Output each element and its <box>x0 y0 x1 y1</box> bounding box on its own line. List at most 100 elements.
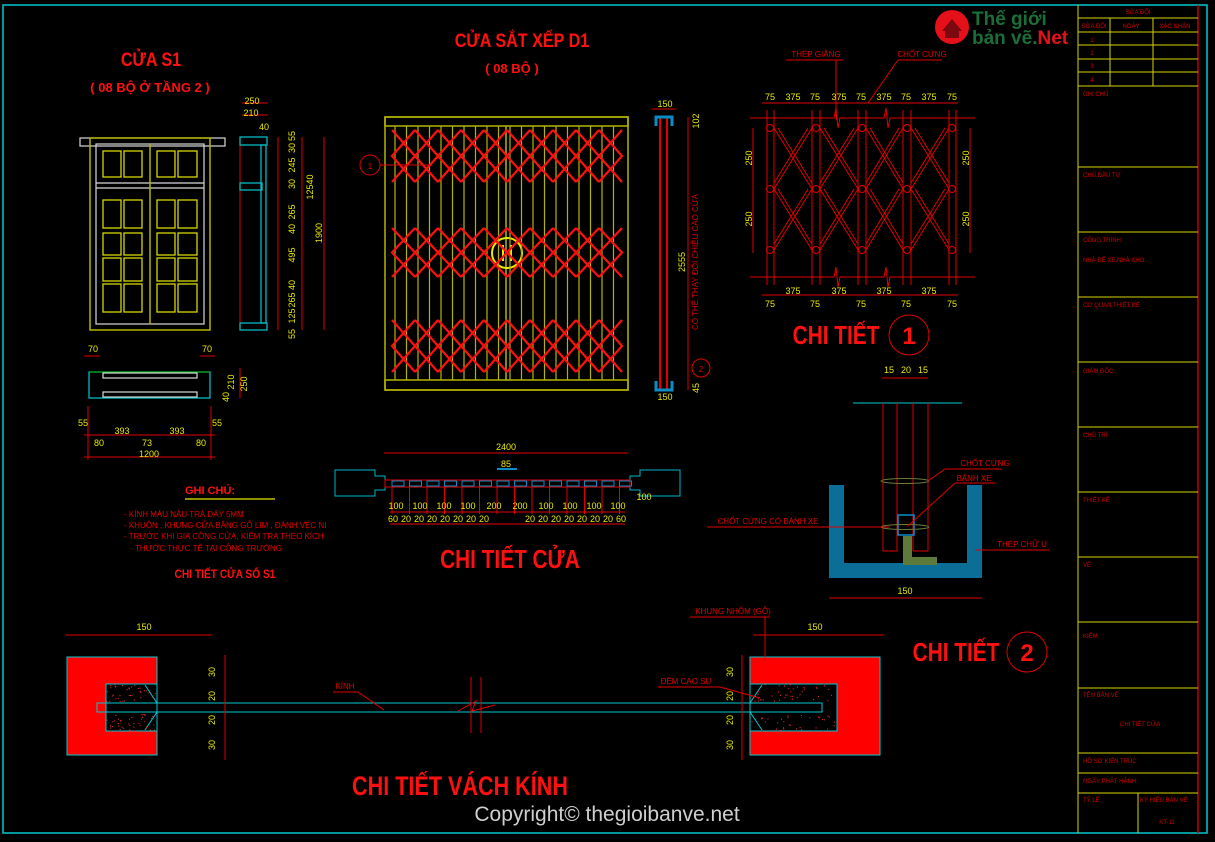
filler-dot <box>751 720 753 722</box>
filler-dot <box>799 694 801 696</box>
window-pane <box>123 232 143 256</box>
pin-circle <box>903 185 911 193</box>
window-s1-title: CỬA S1 <box>121 48 182 71</box>
window-pane <box>177 257 198 282</box>
filler-dot <box>117 697 119 699</box>
filler-dot <box>133 726 135 728</box>
plan-dim: 250 <box>239 376 249 391</box>
filler-dot <box>751 695 753 697</box>
filler-dot <box>154 692 156 694</box>
section-dim: 40 <box>259 122 269 132</box>
slat <box>409 480 422 487</box>
door-plan-dim: 200 <box>486 501 501 511</box>
slat <box>549 480 562 487</box>
filler-dot <box>113 720 115 722</box>
filler-dot <box>783 728 785 730</box>
filler-dot <box>778 685 780 687</box>
plan-dim: 70 <box>88 344 98 354</box>
glass-wall-detail <box>66 616 884 760</box>
door-callouts <box>359 154 711 378</box>
folding-door-d1-elevation <box>384 116 629 391</box>
detail-1-dim: 375 <box>921 286 936 296</box>
glass-dim: 30 <box>207 740 217 750</box>
filler-dot <box>114 730 116 732</box>
slat <box>584 480 597 487</box>
label-glass: KÍNH <box>335 682 354 691</box>
door-plan-dim: 100 <box>436 501 451 511</box>
height-dim: 245 <box>287 157 297 172</box>
door-plan-dim: 20 <box>466 514 476 524</box>
door-plan-dim: 60 <box>616 514 626 524</box>
glass-pane <box>96 702 823 713</box>
filler-dot <box>792 695 794 697</box>
height-dim: 495 <box>287 247 297 262</box>
filler-dot <box>121 726 123 728</box>
glass-dim: 20 <box>725 715 735 725</box>
window-pane <box>102 199 122 229</box>
filler-dot <box>107 691 109 693</box>
drawing-code-label: KÝ HIỆU BẢN VẼ <box>1140 796 1188 804</box>
filler-dot <box>129 718 131 720</box>
pin-circle <box>903 246 911 254</box>
door-plan-dim: 200 <box>512 501 527 511</box>
filler-dot <box>149 729 151 731</box>
window-pane <box>156 232 176 256</box>
filler-dot <box>801 690 803 692</box>
filler-dot <box>824 685 826 687</box>
filler-dot <box>830 694 832 696</box>
door-plan-dim: 100 <box>412 501 427 511</box>
filler-dot <box>133 723 135 725</box>
filler-dot <box>146 690 148 692</box>
detail-1-dim: 250 <box>744 150 754 165</box>
filler-dot <box>146 726 148 728</box>
filler-dot <box>143 690 145 692</box>
detail-1-dim: 75 <box>947 299 957 309</box>
window-pane <box>177 232 198 256</box>
callout-1: 1 <box>368 162 373 171</box>
filler-dot <box>754 696 756 698</box>
filler-dot <box>817 696 819 698</box>
height-dim: 30 <box>287 179 297 189</box>
filler-dot <box>775 728 777 730</box>
window-pane <box>177 199 198 229</box>
filler-dot <box>129 729 131 731</box>
note-line: - KHUÔN , KHUNG CỬA BẰNG GỖ LIM , ĐÁNH V… <box>124 521 326 530</box>
filler-dot <box>131 695 133 697</box>
pin-circle <box>812 124 820 132</box>
filler-dot <box>142 716 144 718</box>
filler-dot <box>782 727 784 729</box>
window-pane <box>102 257 122 282</box>
detail-1-brace <box>819 127 859 190</box>
door-plan-dim: 20 <box>440 514 450 524</box>
slat <box>514 480 527 487</box>
plan-dim: 55 <box>212 418 222 428</box>
filler-dot <box>797 686 799 688</box>
filler-dot <box>140 718 142 720</box>
filler-dot <box>816 687 818 689</box>
filler-dot <box>757 691 759 693</box>
pin-circle <box>858 124 866 132</box>
callout-2: 2 <box>699 365 704 374</box>
filler-dot <box>142 714 144 716</box>
filler-dot <box>762 699 764 701</box>
filler-dot <box>106 719 108 721</box>
detail-1-brace <box>819 188 859 251</box>
filler-dot <box>784 697 786 699</box>
filler-dot <box>821 718 823 720</box>
notes-title: GHI CHÚ: <box>185 484 235 497</box>
label-pin-wheel: CHỐT CỨNG CÓ BÁNH XE <box>718 516 819 526</box>
pin-circle <box>858 246 866 254</box>
door-plan-dim: 20 <box>401 514 411 524</box>
filler-dot <box>139 724 141 726</box>
height-total-dim: 12540 <box>305 174 315 199</box>
window-pane <box>123 283 143 313</box>
filler-dot <box>122 685 124 687</box>
filler-dot <box>139 687 141 689</box>
filler-dot <box>117 723 119 725</box>
filler-dot <box>828 688 830 690</box>
slat <box>391 480 405 487</box>
note-line: - TRƯỚC KHI GIA CÔNG CỬA, KIỂM TRA THEO … <box>124 532 324 541</box>
filler-dot <box>119 695 121 697</box>
